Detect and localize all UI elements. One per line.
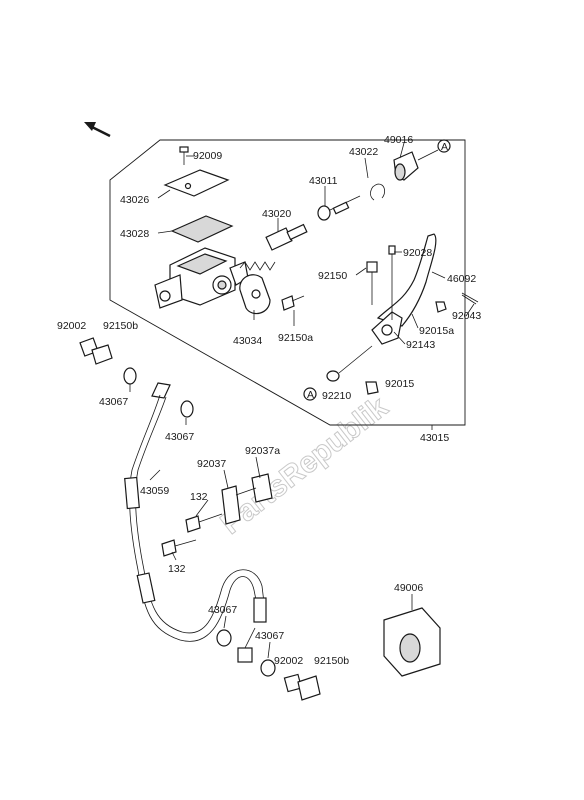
bracket-92037 [221, 473, 273, 525]
washer-92210 [303, 345, 373, 401]
nut-92015a [435, 301, 447, 313]
direction-arrow-icon [84, 122, 111, 138]
screw-92009 [179, 146, 189, 165]
banjo-bolt-92002-bottom [283, 673, 321, 701]
piston-spring-43020 [239, 223, 308, 271]
washer-43067-d [260, 659, 276, 677]
label-92002-bottom: 92002 [274, 655, 303, 667]
label-43022: 43022 [349, 146, 378, 158]
label-43067-c: 43067 [208, 604, 237, 616]
label-92210: 92210 [322, 390, 351, 402]
diaphragm-43028 [170, 215, 234, 243]
watermark-text: PartsRepublik [215, 390, 395, 540]
label-46092: 46092 [447, 273, 476, 285]
nut-92015 [365, 381, 379, 395]
bolt-132-a [185, 513, 223, 533]
assembly-frame [109, 139, 466, 426]
label-92015: 92015 [385, 378, 414, 390]
cotter-92043 [461, 292, 479, 305]
label-92002-top: 92002 [57, 320, 86, 332]
holder-49006 [383, 607, 441, 677]
bolt-132-b [161, 539, 197, 557]
brake-lever-46092 [371, 233, 437, 345]
reservoir-cap-43026 [163, 169, 230, 197]
clamp-43034 [239, 274, 271, 315]
label-43028: 43028 [120, 228, 149, 240]
label-43067-a: 43067 [99, 396, 128, 408]
bolt-92150a [281, 295, 305, 311]
pushrod-43011 [317, 195, 361, 221]
label-92150b-top: 92150b [103, 320, 138, 332]
ref-marker-mid: A [307, 389, 314, 401]
label-92028: 92028 [403, 247, 432, 259]
pin-92028 [388, 245, 396, 320]
label-92037: 92037 [197, 458, 226, 470]
washer-43067-a [123, 367, 137, 385]
brake-hose-43059 [124, 382, 267, 642]
label-43020: 43020 [262, 208, 291, 220]
label-43059: 43059 [140, 485, 169, 497]
label-43034: 43034 [233, 335, 262, 347]
label-43067-b: 43067 [165, 431, 194, 443]
leader-lines [129, 142, 475, 659]
label-132-a: 132 [190, 491, 208, 503]
label-49016: 49016 [384, 134, 413, 146]
label-132-b: 132 [168, 563, 186, 575]
label-49006: 49006 [394, 582, 423, 594]
label-92015a: 92015a [419, 325, 454, 337]
banjo-fitting-lower [237, 627, 256, 663]
label-92150b-bottom: 92150b [314, 655, 349, 667]
label-43067-d: 43067 [255, 630, 284, 642]
label-92009: 92009 [193, 150, 222, 162]
label-92043: 92043 [452, 310, 481, 322]
label-92150a: 92150a [278, 332, 313, 344]
washer-43067-c [216, 629, 232, 647]
label-43015: 43015 [420, 432, 449, 444]
ref-marker-top: A [441, 141, 448, 153]
label-92150: 92150 [318, 270, 347, 282]
boot-49016 [393, 139, 451, 181]
bolt-92150 [366, 261, 378, 305]
label-43026: 43026 [120, 194, 149, 206]
label-43011: 43011 [309, 175, 338, 187]
label-92143: 92143 [406, 339, 435, 351]
washer-43067-b [180, 400, 194, 418]
circlip-43022 [370, 183, 386, 201]
label-92037a: 92037a [245, 445, 280, 457]
master-cylinder-body [154, 247, 249, 309]
banjo-bolt-92002-top [79, 337, 113, 365]
